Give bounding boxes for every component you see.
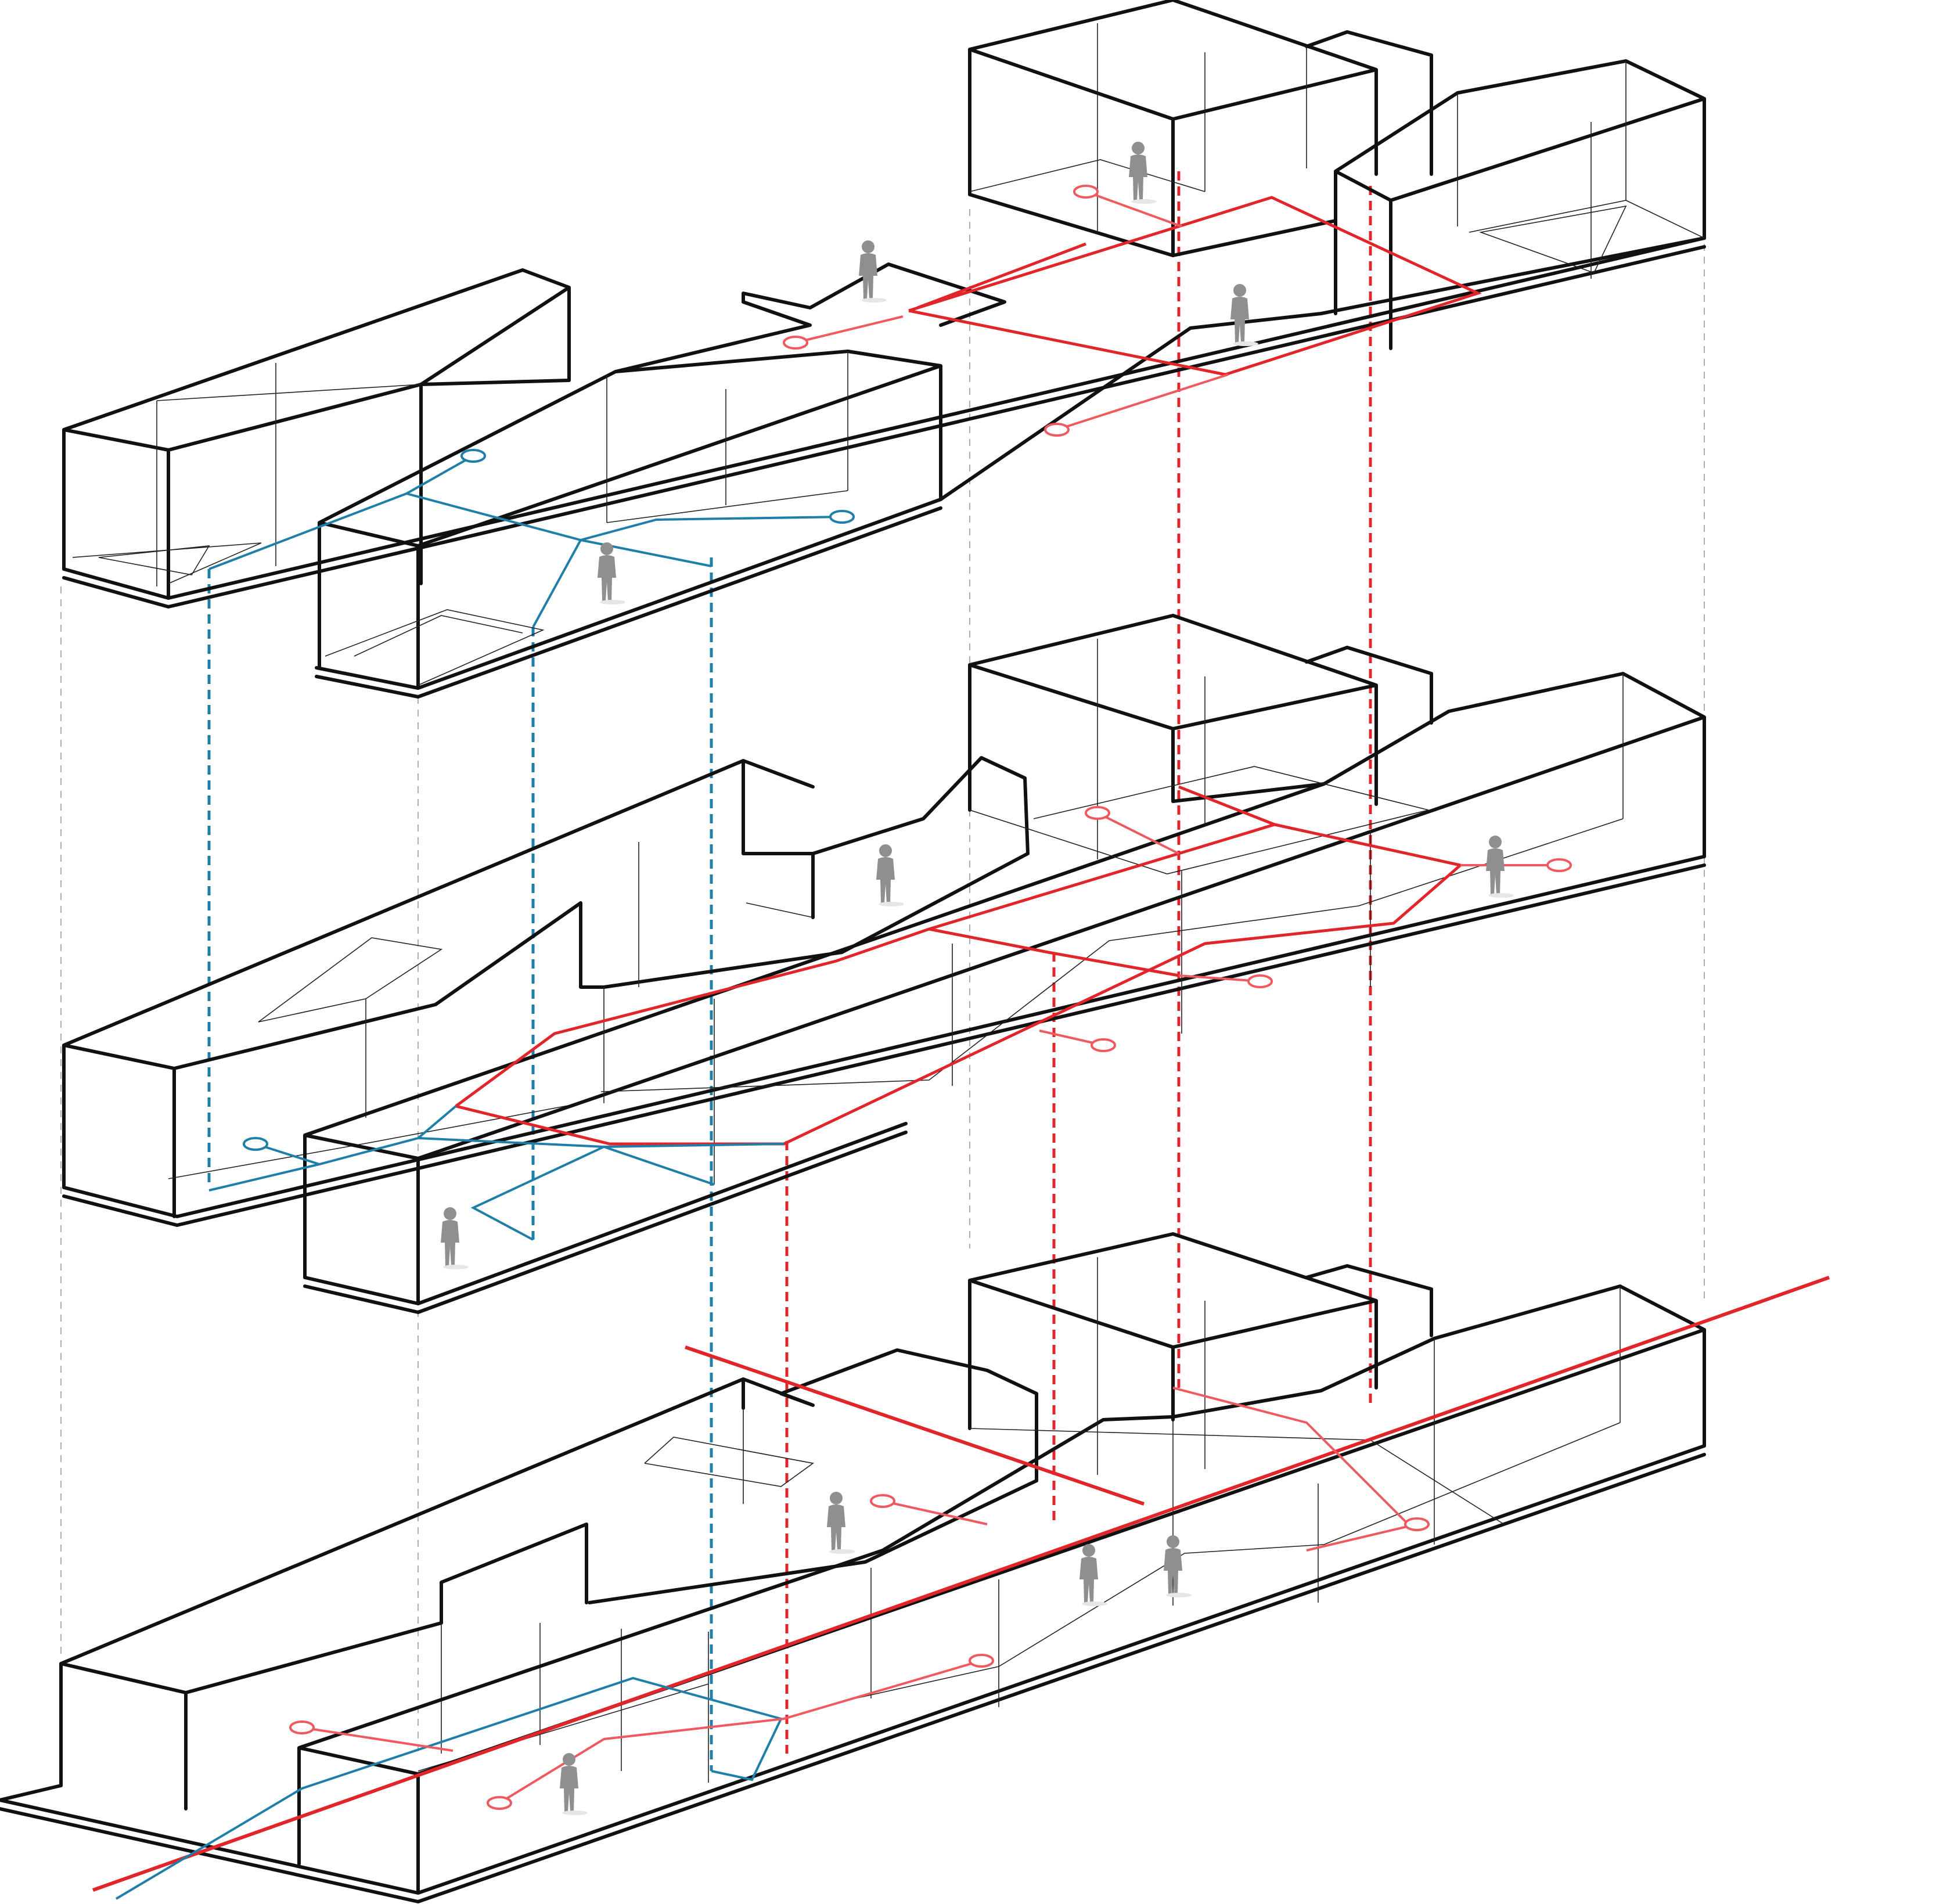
person-figure-icon: [1486, 836, 1514, 898]
node-circle-icon: [460, 449, 486, 463]
building-block: [62, 268, 571, 600]
building-edge: [841, 1286, 1621, 1707]
building-edge: [969, 639, 1429, 874]
person-figure-icon: [827, 1492, 855, 1554]
node-circle-icon: [243, 1137, 268, 1151]
walkway-wing: [939, 236, 1706, 501]
building-block: [968, 1232, 1433, 1430]
building-edge: [600, 674, 1624, 1185]
vertical-core-red: [785, 171, 1372, 1754]
building-block: [968, 614, 1433, 812]
building-edge: [72, 363, 422, 586]
circulation-route-pink: [1039, 812, 1559, 1046]
node-circle-icon: [1085, 806, 1110, 820]
node-circle-icon: [1091, 1038, 1116, 1052]
circulation-route-red: [92, 1276, 1830, 1892]
person-figure-icon: [859, 240, 887, 303]
walkway-wing: [614, 262, 1006, 373]
floor-slab: [62, 236, 1706, 609]
circulation-route-blue: [208, 455, 843, 628]
vertical-core-blue: [207, 557, 713, 1771]
building-edge: [969, 23, 1307, 232]
person-figure-icon: [1079, 1544, 1107, 1606]
person-figure-icon: [560, 1753, 588, 1815]
person-figure-icon: [876, 844, 904, 906]
building-block: [62, 756, 1030, 1218]
circulation-route-pink: [301, 1387, 1417, 1804]
building-block: [59, 1348, 1038, 1811]
circulation-route-blue: [208, 1105, 785, 1241]
building-edge: [418, 1408, 872, 1783]
building-block: [318, 350, 942, 690]
person-figure-icon: [598, 542, 625, 604]
node-circle-icon: [1044, 423, 1070, 437]
circulation-route-blue: [115, 1676, 783, 1900]
person-figure-icon: [1129, 142, 1157, 204]
upper-level: [62, 0, 1706, 699]
floor-slab: [303, 1122, 908, 1314]
building-block: [1334, 59, 1706, 350]
building-edge: [969, 1257, 1505, 1525]
node-circle-icon: [1073, 185, 1099, 199]
building-block: [297, 1284, 1706, 1895]
person-figure-icon: [1164, 1535, 1192, 1597]
floor-slab: [62, 855, 1706, 1227]
middle-level: [62, 614, 1706, 1314]
node-circle-icon: [1546, 858, 1572, 872]
building-edge: [1457, 61, 1705, 279]
circulation-route-red: [908, 196, 1482, 376]
node-circle-icon: [289, 1721, 315, 1734]
node-circle-icon: [969, 1654, 994, 1668]
node-circle-icon: [783, 336, 808, 350]
node-circle-icon: [870, 1494, 895, 1508]
node-circle-icon: [487, 1796, 512, 1810]
node-circle-icon: [829, 510, 855, 524]
node-circle-icon: [1404, 1517, 1430, 1531]
circulation-route-red: [455, 785, 1464, 1146]
circulation-route-pink: [795, 190, 1229, 431]
node-circle-icon: [1247, 974, 1273, 988]
building-block: [303, 672, 1706, 1305]
person-figure-icon: [441, 1207, 469, 1269]
floor-slab: [315, 498, 942, 699]
ground-level: [0, 1232, 1830, 1903]
person-figure-icon: [1230, 284, 1258, 346]
building-edge: [168, 842, 814, 1179]
building-block: [968, 0, 1433, 257]
building-edge: [325, 351, 848, 686]
people: [441, 142, 1514, 1815]
